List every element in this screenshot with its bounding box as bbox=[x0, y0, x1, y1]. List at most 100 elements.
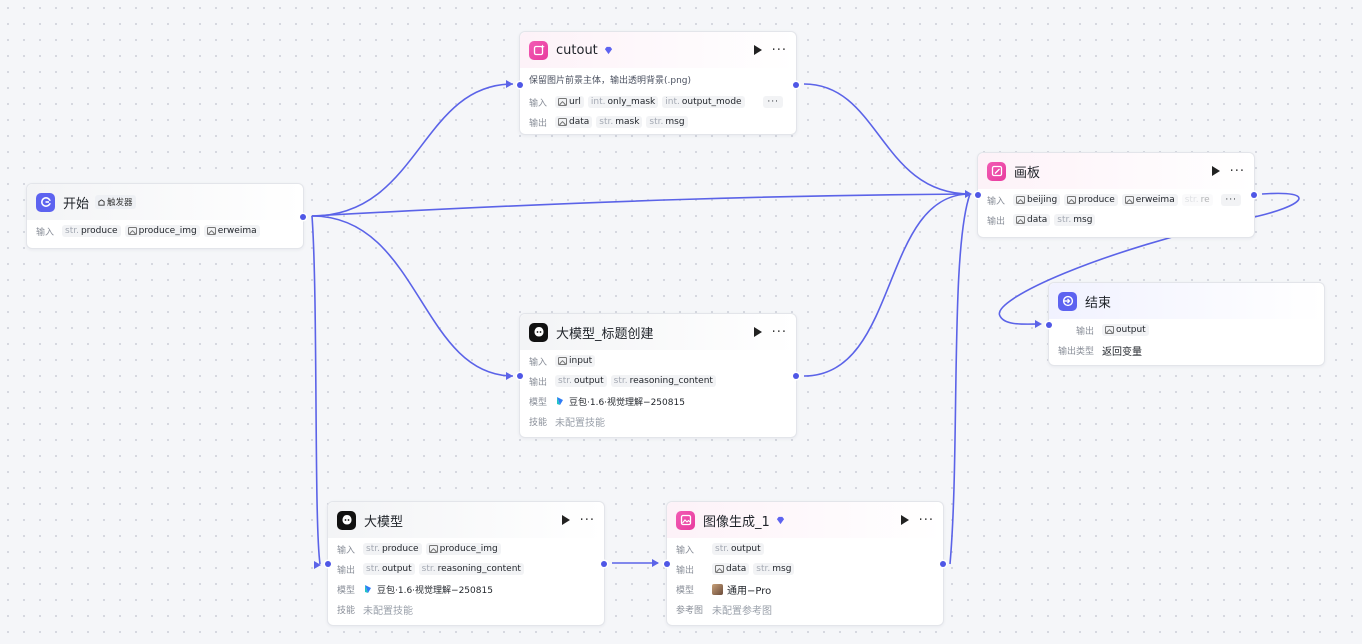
model-name: 豆包·1.6·视觉理解−250815 bbox=[569, 397, 685, 408]
imggen-input-port[interactable] bbox=[664, 561, 670, 567]
arrow-canvas-in bbox=[965, 190, 972, 198]
param-tag[interactable]: str.mask bbox=[596, 116, 643, 128]
node-cutout-header[interactable]: cutout ··· bbox=[520, 32, 796, 68]
node-llm-header[interactable]: 大模型 ··· bbox=[328, 502, 604, 538]
image-generation-icon bbox=[676, 510, 695, 530]
output-label: 输出 bbox=[529, 377, 548, 388]
param-tag[interactable]: produce bbox=[1064, 194, 1118, 206]
node-canvas-title: 画板 bbox=[1014, 165, 1041, 181]
param-tag[interactable]: str.produce bbox=[62, 225, 121, 237]
param-tag[interactable]: data bbox=[555, 116, 593, 128]
image-type-icon bbox=[1016, 216, 1025, 224]
image-type-icon bbox=[428, 545, 438, 553]
node-llm-title[interactable]: 大模型_标题创建 ··· 输入 input 输出 str.output str.… bbox=[517, 313, 799, 438]
llm-output-port[interactable] bbox=[601, 561, 607, 567]
param-tag[interactable]: str.output bbox=[712, 543, 764, 555]
node-llm-title-header[interactable]: 大模型_标题创建 ··· bbox=[520, 314, 796, 350]
node-end[interactable]: 结束 输出 output 输出类型 返回变量 bbox=[1046, 282, 1325, 366]
param-tag[interactable]: str.output bbox=[555, 375, 607, 387]
edge-imggen-canvas[interactable] bbox=[949, 193, 971, 565]
param-tag[interactable]: data bbox=[1013, 214, 1051, 226]
ref-image-value[interactable]: 未配置参考图 bbox=[712, 605, 772, 617]
more-menu-button[interactable]: ··· bbox=[1229, 163, 1245, 179]
more-params-button[interactable]: ··· bbox=[1221, 194, 1241, 206]
arrow-llmtitle-in bbox=[506, 372, 513, 380]
llm-input-port[interactable] bbox=[325, 561, 331, 567]
param-tag[interactable]: str.re bbox=[1181, 194, 1213, 206]
output-label: 输出 bbox=[1076, 326, 1095, 337]
more-menu-button[interactable]: ··· bbox=[771, 324, 787, 340]
run-node-button[interactable] bbox=[900, 515, 909, 525]
node-start-header[interactable]: 开始 触发器 bbox=[27, 184, 303, 220]
llm-title-input-port[interactable] bbox=[517, 373, 523, 379]
model-value[interactable]: 豆包·1.6·视觉理解−250815 bbox=[363, 583, 493, 596]
cutout-input-port[interactable] bbox=[517, 82, 523, 88]
cutout-output-port[interactable] bbox=[793, 82, 799, 88]
param-tag[interactable]: erweima bbox=[203, 225, 260, 237]
param-tag[interactable]: int.only_mask bbox=[587, 96, 659, 108]
llm-title-output-port[interactable] bbox=[793, 373, 799, 379]
skill-value[interactable]: 未配置技能 bbox=[555, 417, 605, 429]
param-tag[interactable]: int.output_mode bbox=[662, 96, 745, 108]
model-value[interactable]: 通用−Pro bbox=[712, 582, 771, 597]
node-cutout[interactable]: cutout ··· 保留图片前景主体，输出透明背景(.png) 输入 url … bbox=[517, 31, 799, 138]
node-cutout-body: 保留图片前景主体，输出透明背景(.png) 输入 url int.only_ma… bbox=[520, 68, 796, 138]
more-menu-button[interactable]: ··· bbox=[579, 512, 595, 528]
node-imggen[interactable]: 图像生成_1 ··· 输入 str.output 输出 data str.msg… bbox=[664, 501, 946, 626]
run-node-button[interactable] bbox=[753, 327, 762, 337]
param-tag[interactable]: str.reasoning_content bbox=[610, 375, 716, 387]
edge-start-llm[interactable] bbox=[311, 215, 321, 565]
end-input-port[interactable] bbox=[1046, 322, 1052, 328]
param-tag[interactable]: str.msg bbox=[753, 563, 795, 575]
param-tag[interactable]: str.reasoning_content bbox=[418, 563, 524, 575]
param-tag[interactable]: produce_img bbox=[425, 543, 501, 555]
imggen-output-port[interactable] bbox=[940, 561, 946, 567]
edge-start-canvas[interactable] bbox=[311, 193, 971, 217]
edge-start-llmtitle[interactable] bbox=[311, 215, 514, 377]
run-node-button[interactable] bbox=[561, 515, 570, 525]
param-tag[interactable]: str.produce bbox=[363, 543, 422, 555]
param-tag[interactable]: url bbox=[555, 96, 584, 108]
node-canvas[interactable]: 画板 ··· 输入 beijing produce erweima str.re… bbox=[975, 152, 1257, 238]
edge-cutout-canvas[interactable] bbox=[803, 83, 971, 195]
doubao-model-icon bbox=[557, 397, 563, 405]
arrow-llm-in bbox=[314, 561, 321, 569]
canvas-input-port[interactable] bbox=[975, 192, 981, 198]
image-type-icon bbox=[1105, 326, 1114, 334]
param-tag[interactable]: str.output bbox=[363, 563, 415, 575]
param-tag[interactable]: beijing bbox=[1013, 194, 1061, 206]
param-tag[interactable]: output bbox=[1102, 324, 1149, 336]
more-params-button[interactable]: ··· bbox=[763, 96, 783, 108]
more-menu-button[interactable]: ··· bbox=[771, 42, 787, 58]
param-tag[interactable]: data bbox=[712, 563, 750, 575]
node-imggen-header[interactable]: 图像生成_1 ··· bbox=[667, 502, 943, 538]
param-tag[interactable]: produce_img bbox=[124, 225, 200, 237]
trigger-badge[interactable]: 触发器 bbox=[95, 195, 136, 209]
input-label: 输入 bbox=[36, 227, 55, 238]
param-tag[interactable]: erweima bbox=[1121, 194, 1178, 206]
param-tag[interactable]: input bbox=[555, 355, 596, 367]
node-canvas-body: 输入 beijing produce erweima str.re ··· 输出… bbox=[978, 189, 1254, 236]
edge-start-cutout[interactable] bbox=[311, 83, 514, 217]
node-llm[interactable]: 大模型 ··· 输入 str.produce produce_img 输出 st… bbox=[325, 501, 607, 626]
node-canvas-header[interactable]: 画板 ··· bbox=[978, 153, 1254, 189]
llm-model-row: 模型 豆包·1.6·视觉理解−250815 bbox=[337, 579, 595, 599]
canvas-output-port[interactable] bbox=[1251, 192, 1257, 198]
more-menu-button[interactable]: ··· bbox=[918, 512, 934, 528]
imggen-model-row: 模型 通用−Pro bbox=[676, 579, 934, 599]
image-type-icon bbox=[558, 118, 567, 126]
edge-canvas-end[interactable] bbox=[998, 192, 1300, 325]
imggen-input-row: 输入 str.output bbox=[676, 539, 934, 559]
param-tag[interactable]: str.msg bbox=[646, 116, 688, 128]
skill-value[interactable]: 未配置技能 bbox=[363, 605, 413, 617]
run-node-button[interactable] bbox=[753, 45, 762, 55]
run-node-button[interactable] bbox=[1211, 166, 1220, 176]
edge-llmtitle-canvas[interactable] bbox=[803, 193, 971, 377]
node-end-header[interactable]: 结束 bbox=[1049, 283, 1324, 319]
cutout-input-row: 输入 url int.only_mask int.output_mode ··· bbox=[529, 92, 787, 112]
node-end-body: 输出 output 输出类型 返回变量 bbox=[1049, 319, 1324, 366]
node-start[interactable]: 开始 触发器 输入 str.produce produce_img erweim… bbox=[26, 183, 306, 249]
start-output-port[interactable] bbox=[300, 214, 306, 220]
model-value[interactable]: 豆包·1.6·视觉理解−250815 bbox=[555, 395, 685, 408]
param-tag[interactable]: str.msg bbox=[1054, 214, 1096, 226]
